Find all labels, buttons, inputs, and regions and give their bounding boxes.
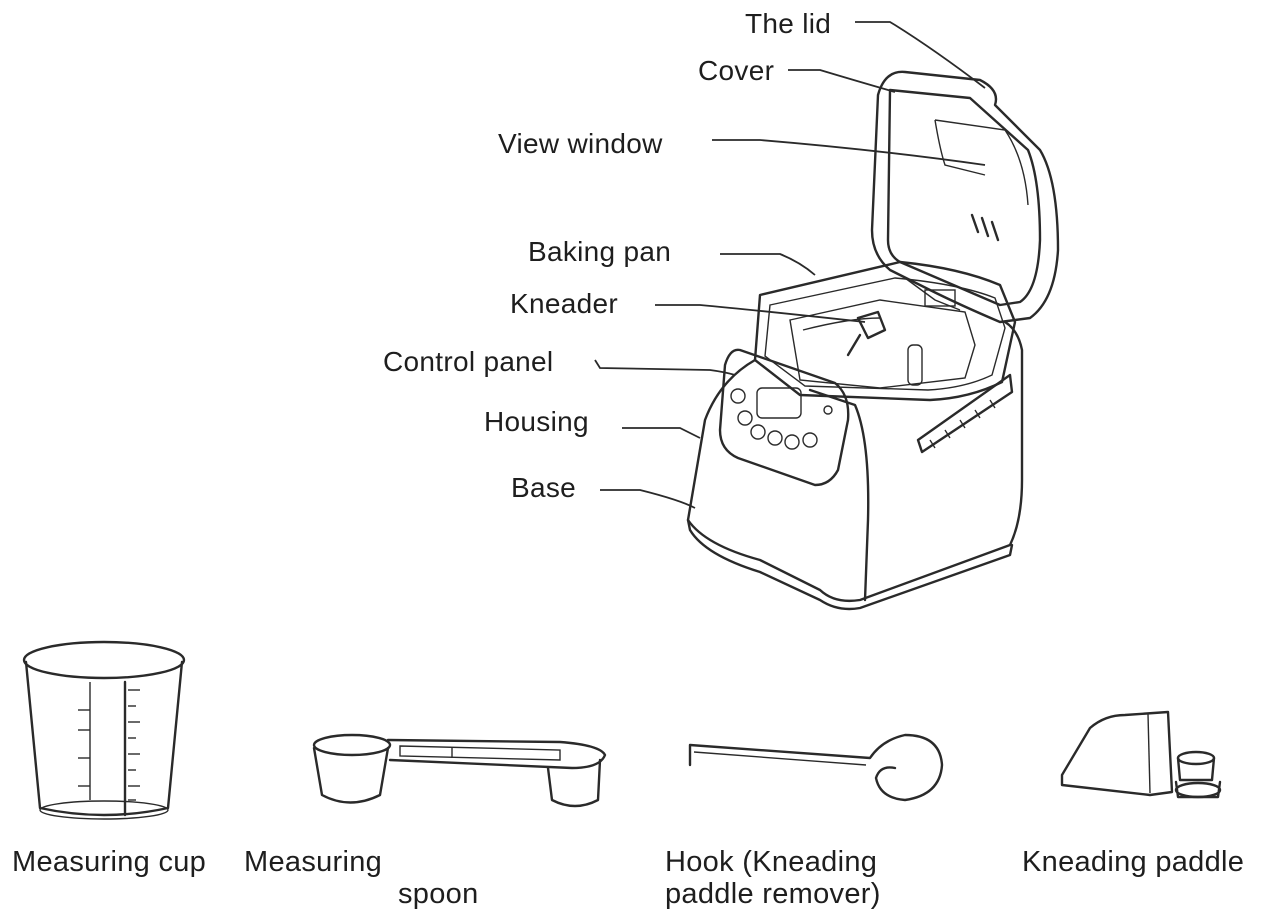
measuring-cup-icon	[22, 640, 186, 820]
caption-hook-1: Hook (Kneading	[665, 846, 878, 878]
label-control-panel: Control panel	[383, 346, 554, 377]
caption-measuring-spoon-2: spoon	[398, 878, 479, 910]
hook-icon	[688, 733, 944, 802]
label-base: Base	[511, 472, 577, 503]
label-lid: The lid	[745, 8, 832, 39]
label-view-window: View window	[498, 128, 663, 159]
measuring-spoon-icon	[312, 733, 607, 808]
caption-kneading-paddle: Kneading paddle	[1022, 846, 1245, 878]
caption-hook-2: paddle remover)	[665, 878, 881, 910]
bread-maker-icon	[594, 21, 1060, 611]
caption-measuring-cup: Measuring cup	[12, 846, 207, 878]
caption-measuring-spoon-1: Measuring	[244, 846, 383, 878]
label-kneader: Kneader	[510, 288, 618, 319]
label-baking-pan: Baking pan	[528, 236, 672, 267]
label-housing: Housing	[484, 406, 589, 437]
label-cover: Cover	[698, 55, 775, 86]
kneading-paddle-icon	[1060, 710, 1222, 799]
